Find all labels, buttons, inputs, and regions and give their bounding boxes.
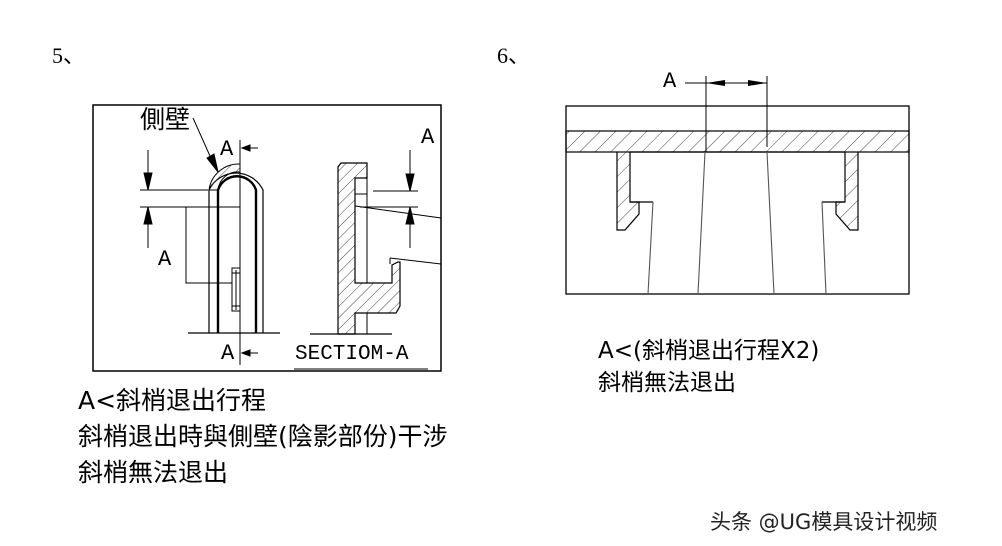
side-wall-front-view <box>140 140 280 365</box>
watermark: 头条 @UG模具设计视频 <box>710 510 938 534</box>
dim-a-left-label: A <box>158 247 172 272</box>
section-a-a-view <box>310 162 442 335</box>
dimension-a-right <box>405 150 415 248</box>
figure-6-frame <box>565 105 910 295</box>
dimension-a-top-arrow <box>240 144 258 152</box>
dimension-a-left <box>143 150 153 248</box>
caption-line: 斜梢無法退出 <box>78 458 229 487</box>
dimension-a-bottom-arrow <box>240 349 258 357</box>
figure-5-caption: A<斜梢退出行程 斜梢退出時與側壁(陰影部份)干涉 斜梢無法退出 <box>78 383 448 491</box>
section-label: SECTIOM-A <box>295 343 409 366</box>
figure-6-dim-a-label: A <box>663 69 677 94</box>
right-hook <box>835 152 859 231</box>
figure-5-frame <box>92 104 442 372</box>
figure-6-number: 6、 <box>497 43 531 68</box>
caption-line: 斜梢無法退出 <box>598 370 736 396</box>
figure-6-caption: A<(斜梢退出行程X2) 斜梢無法退出 <box>598 335 819 399</box>
caption-line: A<(斜梢退出行程X2) <box>598 338 820 364</box>
dim-a-right-label: A <box>421 125 435 150</box>
left-hook <box>616 152 640 231</box>
dimension-a-arrows <box>706 80 767 86</box>
figure-5-number: 5、 <box>52 43 86 68</box>
caption-line: A<斜梢退出行程 <box>78 386 267 415</box>
hatched-plate <box>565 130 910 153</box>
dim-a-bottom-label: A <box>221 341 235 366</box>
caption-line: 斜梢退出時與側壁(陰影部份)干涉 <box>78 422 448 451</box>
side-wall-leader <box>192 117 219 173</box>
dim-a-top-label: A <box>220 137 234 162</box>
side-wall-label: 側壁 <box>140 105 191 134</box>
